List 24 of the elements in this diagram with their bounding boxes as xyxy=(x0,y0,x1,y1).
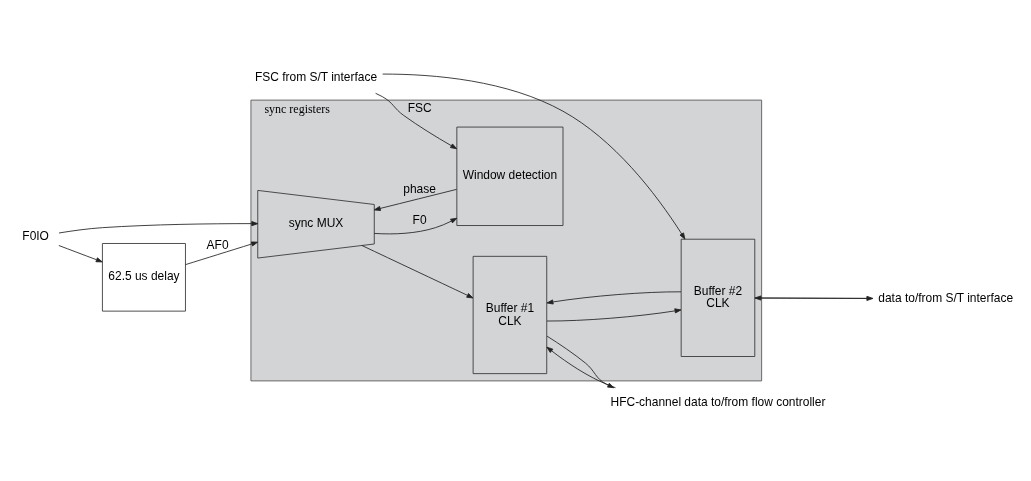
arrow xyxy=(185,241,259,266)
node-text: HFC-channel data to/from flow controller xyxy=(610,395,826,410)
arrow xyxy=(58,245,103,263)
node-box: Window detection xyxy=(456,126,564,226)
node-box: sync MUX xyxy=(257,190,375,259)
arrow xyxy=(373,217,458,235)
edge-label: F0 xyxy=(412,213,427,228)
edge-label: phase xyxy=(403,181,436,196)
node-box: Buffer #1 CLK xyxy=(472,255,548,375)
edge-label: FSC xyxy=(407,101,432,116)
node-text: data to/from S/T interface xyxy=(878,290,1014,305)
arrow xyxy=(754,295,874,301)
node-text: FSC from S/T interface xyxy=(254,70,378,84)
arrow xyxy=(546,308,682,322)
node-box: 62.5 us delay xyxy=(102,243,186,312)
arrow xyxy=(58,221,259,234)
arrow xyxy=(375,92,458,150)
arrow xyxy=(382,73,686,240)
node-box: Buffer #2 CLK xyxy=(680,238,756,357)
arrow xyxy=(373,188,457,211)
node-text: F0IO xyxy=(22,229,49,244)
edge-label: AF0 xyxy=(206,238,229,253)
arrow xyxy=(546,291,682,305)
arrow xyxy=(361,245,474,299)
